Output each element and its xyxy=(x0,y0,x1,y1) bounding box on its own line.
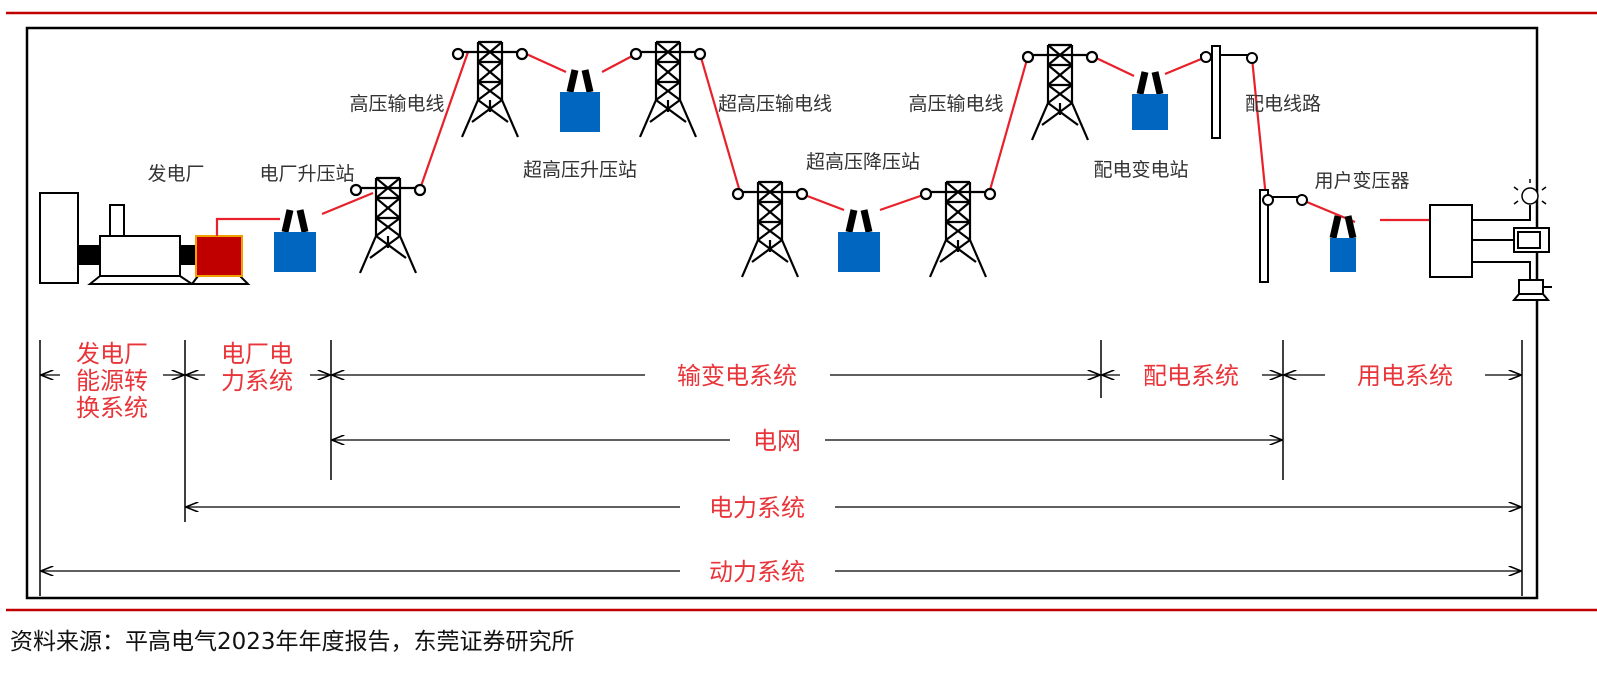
system-distribution: 配电系统 xyxy=(1143,362,1239,390)
tv-icon xyxy=(1513,227,1550,253)
system-dynamic: 动力系统 xyxy=(709,558,805,586)
system-power: 电力系统 xyxy=(709,494,805,522)
power-plant-machinery xyxy=(39,192,251,285)
system-transmission: 输变电系统 xyxy=(677,362,797,390)
transformer-icon xyxy=(838,210,880,272)
utility-pole-icon xyxy=(1200,45,1258,139)
label-distribution-substation: 配电变电站 xyxy=(1093,159,1188,181)
label-power-plant: 发电厂 xyxy=(147,163,204,185)
distribution-panel xyxy=(1429,204,1531,280)
source-note: 资料来源：平高电气2023年年度报告，东莞证券研究所 xyxy=(10,629,575,655)
tower-icon xyxy=(629,40,707,139)
transformer-icon xyxy=(560,70,600,132)
power-lines xyxy=(215,50,1430,236)
tower-icon xyxy=(1021,43,1099,142)
system-grid: 电网 xyxy=(753,427,801,455)
label-ehv-line: 超高压输电线 xyxy=(718,93,832,115)
label-ehv-step-down: 超高压降压站 xyxy=(806,151,920,173)
label-hv-line-2: 高压输电线 xyxy=(908,93,1003,115)
tower-icon xyxy=(451,40,529,139)
label-user-transformer: 用户变压器 xyxy=(1314,170,1409,192)
system-energy-conversion-line3: 换系统 xyxy=(76,394,148,422)
utility-pole-icon xyxy=(1259,189,1308,283)
generator-icon xyxy=(195,235,243,277)
tower-icon xyxy=(731,180,809,279)
computer-icon xyxy=(1511,279,1552,301)
label-plant-substation: 电厂升压站 xyxy=(259,163,354,185)
label-distribution-line: 配电线路 xyxy=(1245,93,1321,115)
system-plant-power-line2: 力系统 xyxy=(221,367,293,395)
transformer-icon xyxy=(1132,72,1168,130)
label-hv-line-1: 高压输电线 xyxy=(349,93,444,115)
lightbulb-icon xyxy=(1513,179,1547,205)
tower-icon xyxy=(349,176,427,275)
system-energy-conversion-line2: 能源转 xyxy=(76,367,148,395)
label-ehv-step-up: 超高压升压站 xyxy=(523,159,637,181)
transformer-icon xyxy=(274,210,316,272)
transformer-icon xyxy=(1330,216,1356,272)
system-boundaries xyxy=(39,340,1523,596)
span-arrows xyxy=(42,375,1520,571)
system-energy-conversion-line1: 发电厂 xyxy=(76,340,148,368)
diagram-frame xyxy=(25,26,1539,600)
system-plant-power-line1: 电厂电 xyxy=(221,340,293,368)
tower-icon xyxy=(919,180,997,279)
system-consumption: 用电系统 xyxy=(1357,362,1453,390)
